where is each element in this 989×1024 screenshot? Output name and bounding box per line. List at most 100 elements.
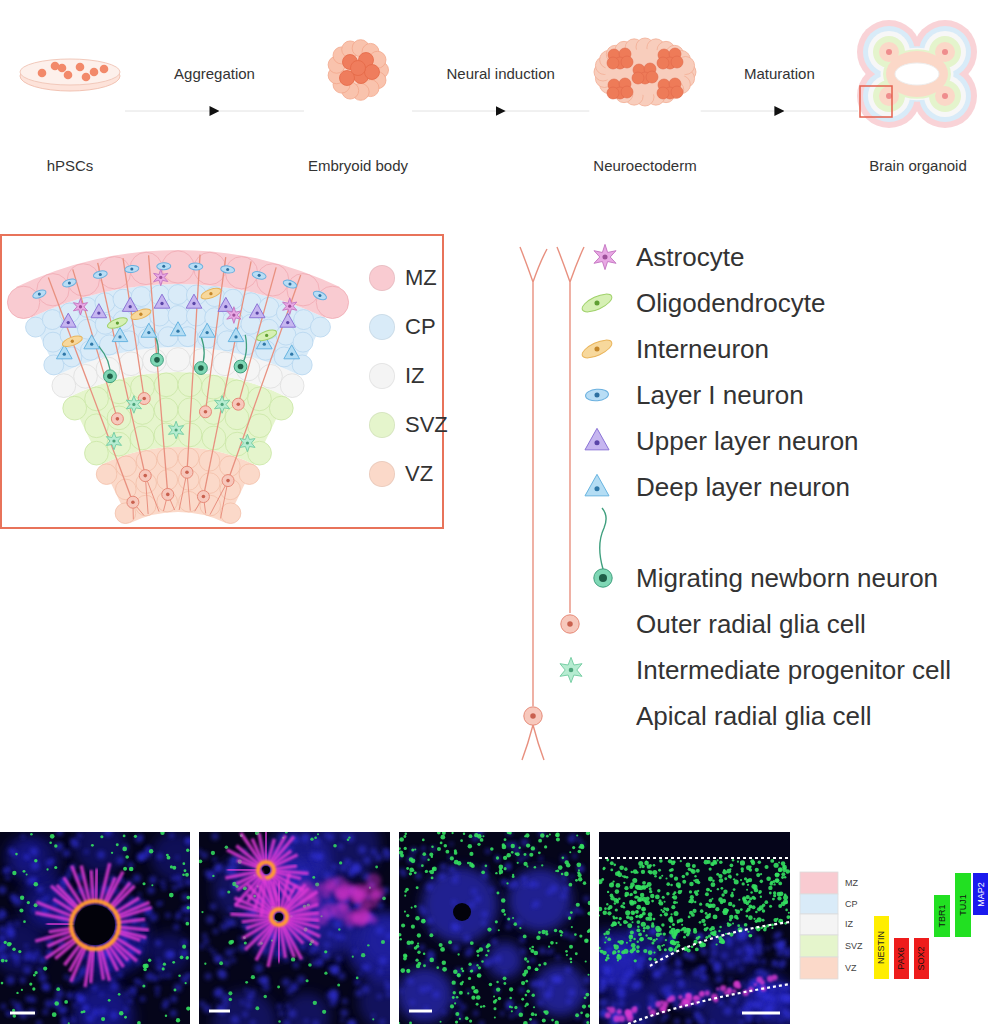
cell-dot (351, 61, 366, 76)
legend-text: Outer radial glia cell (636, 607, 866, 641)
cell-icon (112, 328, 128, 342)
cell-icon (561, 615, 579, 633)
zoom-square (860, 86, 892, 117)
cell-dot (607, 57, 619, 69)
legend-entry: SVZ (369, 408, 448, 442)
scale-bar (742, 1012, 780, 1015)
cell-icon (580, 336, 615, 361)
cell-dot (632, 72, 644, 84)
cell-dot (621, 86, 633, 98)
cell-icon (594, 244, 616, 269)
cell-icon (168, 421, 183, 439)
cell-icon (106, 432, 121, 450)
legend-text: IZ (405, 359, 425, 393)
cell-bubble (107, 406, 131, 430)
step-label: Maturation (742, 65, 817, 83)
marker-label: TUJ1 (955, 873, 971, 937)
cell-icon (93, 270, 108, 280)
legend-text: Interneuron (636, 332, 769, 366)
marker-label: MAP2 (973, 873, 988, 915)
cell-bubble (316, 286, 348, 318)
zone-label: IZ (845, 914, 853, 935)
cell-icon (199, 323, 215, 337)
cell-icon (585, 474, 609, 496)
cell-dot (657, 87, 669, 99)
cell-bubble (166, 348, 190, 372)
marker-bar (973, 873, 988, 915)
legend-entry: Upper layer neuron (636, 424, 859, 458)
cell-icon (162, 488, 174, 500)
cell-icon (141, 323, 157, 337)
cell-dot (90, 68, 99, 77)
cell-bubble (256, 340, 276, 360)
stage-node: hPSCs (15, 32, 125, 178)
micrograph (599, 832, 790, 1024)
stage-label: Embryoid body (308, 157, 408, 175)
marker-bar (874, 916, 889, 979)
marker-label: NESTIN (874, 916, 889, 979)
stage-node: Brain organoid (858, 32, 978, 178)
process-arrow (412, 111, 589, 112)
legend-entry: IZ (369, 359, 425, 393)
legend-text: SVZ (405, 408, 448, 442)
boundary-line (599, 858, 790, 1024)
cell-bubble (136, 451, 157, 472)
legend-text: Upper layer neuron (636, 424, 859, 458)
cell-dot (671, 56, 683, 68)
cell-dot (646, 71, 658, 83)
cell-icon (186, 294, 202, 308)
cell-icon (154, 294, 170, 308)
legend-entry: Intermediate progenitor cell (636, 653, 951, 687)
step-label: Aggregation (172, 65, 257, 83)
cell-dot (607, 87, 619, 99)
cell-icon (220, 265, 235, 274)
cell-icon (283, 298, 297, 315)
neuroectoderm-cluster (594, 38, 696, 106)
step-label: Neural induction (444, 65, 556, 83)
legend-entry: Migrating newborn neuron (636, 561, 938, 595)
zone-label: SVZ (845, 935, 863, 957)
cell-icon (200, 286, 223, 301)
cell-icon (240, 434, 255, 452)
stage-label: Neuroectoderm (593, 157, 696, 175)
legend-entry: Interneuron (636, 332, 769, 366)
legend-text: Astrocyte (636, 240, 744, 274)
cell-icon (130, 307, 153, 322)
cell-dot (100, 65, 109, 74)
cortex-fan (7, 250, 348, 523)
zone-label: VZ (845, 957, 857, 979)
cell-icon (282, 279, 297, 290)
zone-box (800, 914, 838, 935)
cell-icon (56, 345, 72, 359)
cell-icon (199, 406, 211, 418)
cell-icon (560, 657, 582, 682)
cell-icon (234, 360, 247, 373)
legend-entry: VZ (369, 457, 433, 491)
scale-bar (409, 1010, 432, 1013)
micrograph (0, 832, 190, 1024)
stage-label: Brain organoid (869, 157, 967, 175)
legend-swatch (369, 363, 395, 389)
cell-icon (585, 388, 609, 401)
cell-icon (312, 290, 328, 302)
legend-entry: Astrocyte (636, 240, 744, 274)
cell-bubble (131, 287, 151, 307)
zone-box (800, 894, 838, 914)
stage-node: Embryoid body (304, 32, 412, 178)
cell-icon (189, 263, 203, 271)
legend-entry: CP (369, 310, 436, 344)
cell-bubble (248, 414, 272, 438)
cell-bubble (239, 464, 260, 485)
cell-icon (62, 278, 77, 289)
cell-icon (138, 393, 150, 405)
cell-icon (157, 263, 171, 271)
cell-bubble (157, 491, 178, 512)
process-arrow (701, 111, 858, 112)
legend-entry: Oligodendrocyte (636, 286, 825, 320)
cell-dot (671, 86, 683, 98)
cell-bubble (157, 448, 178, 469)
cell-icon (580, 290, 615, 315)
cell-icon (195, 362, 208, 375)
zone-box (800, 935, 838, 957)
cell-icon (124, 265, 139, 274)
